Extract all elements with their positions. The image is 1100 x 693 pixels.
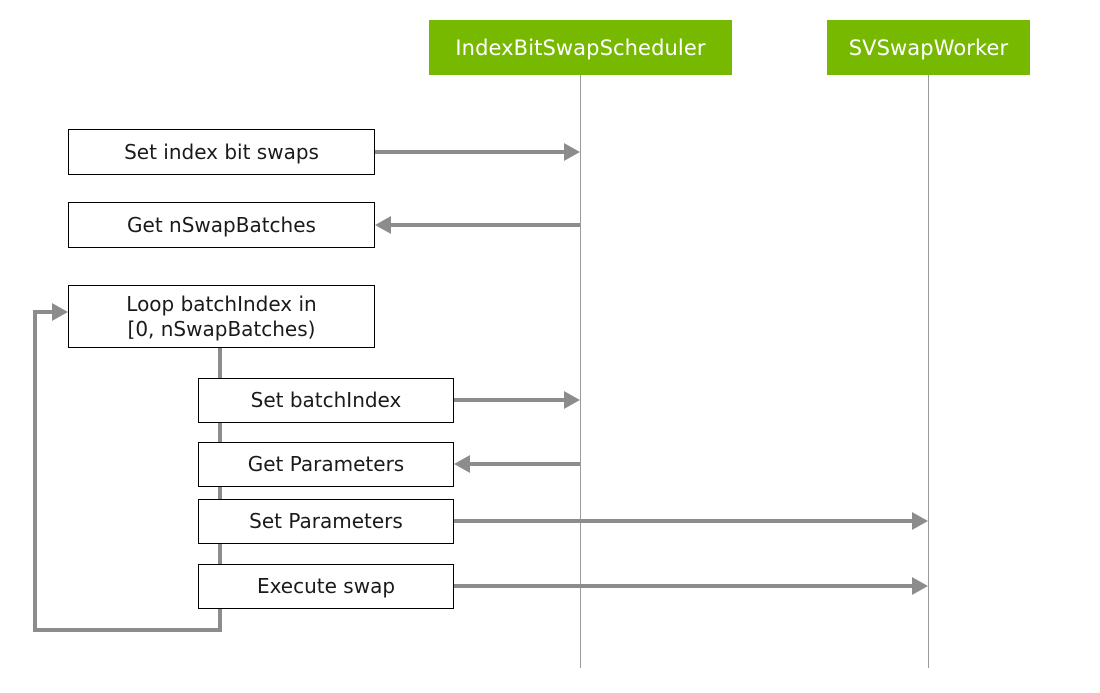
message-arrow-line-6 xyxy=(454,519,913,523)
message-box-loop-batchindex[interactable]: Loop batchIndex in [0, nSwapBatches) xyxy=(68,285,375,348)
message-box-set-parameters[interactable]: Set Parameters xyxy=(198,499,454,544)
message-arrowhead-right-icon-4 xyxy=(564,391,580,409)
message-box-set-index-bit-swaps[interactable]: Set index bit swaps xyxy=(68,129,375,175)
participant-label-scheduler: IndexBitSwapScheduler xyxy=(455,35,706,60)
participant-header-worker[interactable]: SVSwapWorker xyxy=(827,20,1030,75)
message-arrowhead-right-icon-1 xyxy=(564,143,580,161)
message-label-execute-swap: Execute swap xyxy=(256,574,396,599)
message-box-execute-swap[interactable]: Execute swap xyxy=(198,564,454,609)
loop-path-up-segment xyxy=(33,310,37,632)
message-arrowhead-left-icon-2 xyxy=(375,216,391,234)
message-arrowhead-right-icon-6 xyxy=(912,512,928,530)
message-label-set-parameters: Set Parameters xyxy=(249,509,403,534)
lifeline-scheduler xyxy=(580,75,581,668)
lifeline-worker xyxy=(928,75,929,668)
message-arrowhead-right-icon-7 xyxy=(912,577,928,595)
message-label-get-nswapbatches: Get nSwapBatches xyxy=(127,212,316,237)
participant-header-scheduler[interactable]: IndexBitSwapScheduler xyxy=(429,20,732,75)
message-arrow-line-5 xyxy=(470,462,580,466)
loop-path-down-segment xyxy=(218,348,222,632)
message-label-set-batchindex: Set batchIndex xyxy=(250,388,402,413)
loop-path-arrowhead-icon xyxy=(52,303,68,321)
message-box-get-nswapbatches[interactable]: Get nSwapBatches xyxy=(68,202,375,248)
message-arrow-line-1 xyxy=(375,150,565,154)
message-arrowhead-left-icon-5 xyxy=(454,455,470,473)
message-label-set-index-bit-swaps: Set index bit swaps xyxy=(124,139,319,164)
loop-path-return-segment xyxy=(33,310,57,314)
message-box-get-parameters[interactable]: Get Parameters xyxy=(198,442,454,487)
message-box-set-batchindex[interactable]: Set batchIndex xyxy=(198,378,454,423)
participant-label-worker: SVSwapWorker xyxy=(848,35,1009,60)
loop-label-line-1: Loop batchIndex in xyxy=(126,291,317,316)
message-arrow-line-4 xyxy=(454,398,565,402)
message-label-get-parameters: Get Parameters xyxy=(247,452,405,477)
message-arrow-line-2 xyxy=(391,223,580,227)
loop-label-line-2: [0, nSwapBatches) xyxy=(127,316,316,341)
message-arrow-line-7 xyxy=(454,584,913,588)
loop-path-bottom-segment xyxy=(33,628,222,632)
